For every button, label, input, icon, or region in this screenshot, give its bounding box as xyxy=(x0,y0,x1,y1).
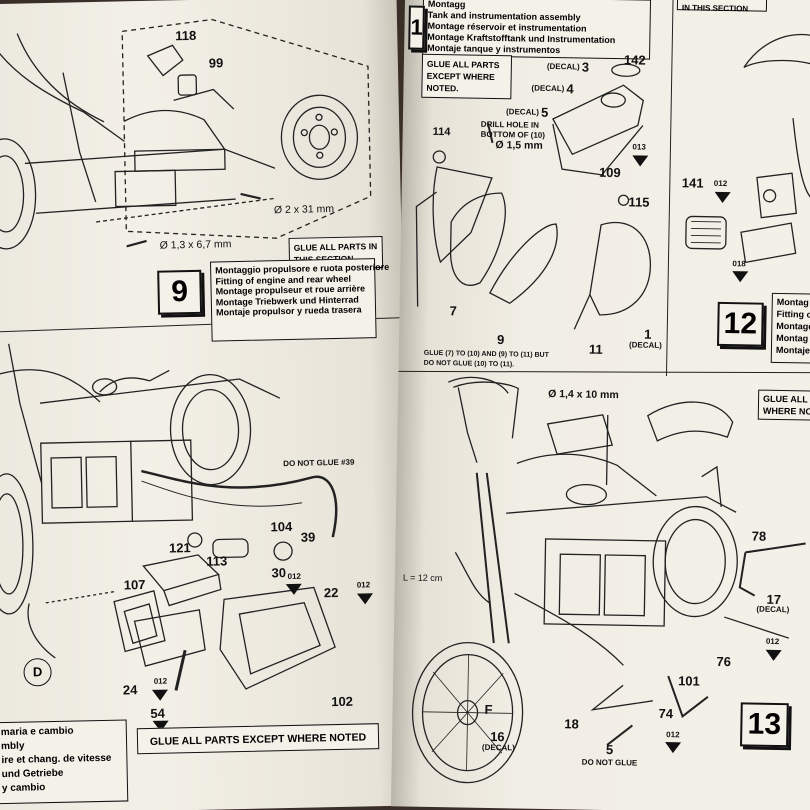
part-11-label: 11 xyxy=(588,341,603,357)
part-013-label: 013 xyxy=(632,142,646,152)
step-12-title-3: Montage xyxy=(776,320,810,332)
do-not-glue-note: DO NOT GLUE xyxy=(581,757,638,768)
part-78-label: 78 xyxy=(751,528,767,544)
part-018-label: 018 xyxy=(732,259,746,269)
part-22-label: 22 xyxy=(323,584,339,601)
part-012-a-label: 012 xyxy=(287,571,302,582)
part-5-step13-label: 5 xyxy=(605,742,614,758)
glue-triangle-icon xyxy=(632,155,649,167)
part-3-label: 3 xyxy=(581,59,590,75)
step-12-title-5: Montaje xyxy=(775,344,810,356)
step-9-title-es: Montaje propulsor y rueda trasera xyxy=(215,304,362,318)
screw-dimension-large: Ø 2 x 31 mm xyxy=(273,202,335,217)
step-13-screw-dimension: Ø 1,4 x 10 mm xyxy=(548,387,619,402)
glue-triangle-icon xyxy=(765,649,782,662)
part-f-label: F xyxy=(484,701,493,718)
part-1-label: 1 xyxy=(644,326,652,342)
step-9-title-box: Montaggio propulsore e ruota posteriore … xyxy=(210,258,389,342)
decal-3-label: (DECAL) xyxy=(546,61,580,72)
part-18-label: 18 xyxy=(564,716,579,732)
glue-triangle-icon xyxy=(714,191,731,204)
part-115-label: 115 xyxy=(628,194,650,210)
step-13-glue-box: GLUE ALL WHERE NO xyxy=(757,389,810,421)
part-102-label: 102 xyxy=(331,693,354,710)
lower-title-line-3: ire et chang. de vitesse xyxy=(1,752,112,767)
step-12-title-1: Montag xyxy=(776,296,809,308)
step-11-number-fragment: 1 xyxy=(408,5,425,50)
right-page-line-art xyxy=(398,0,810,784)
part-99-label: 99 xyxy=(208,55,224,71)
do-not-glue-39-note: DO NOT GLUE #39 xyxy=(283,457,355,469)
step-11-title-box: Montagg Tank and instrumentation assembl… xyxy=(422,0,652,60)
part-104-label: 104 xyxy=(270,518,293,535)
step-12-title-2: Fitting o xyxy=(776,308,810,320)
right-page: Montagg Tank and instrumentation assembl… xyxy=(390,0,810,810)
step-11-glue-note-box: GLUE ALL PARTS EXCEPT WHERE NOTED. xyxy=(421,53,513,100)
part-101-label: 101 xyxy=(678,673,700,689)
part-74-label: 74 xyxy=(658,705,674,722)
part-141-label: 141 xyxy=(681,175,704,191)
part-107-label: 107 xyxy=(123,577,146,593)
step-12-number: 12 xyxy=(717,301,764,347)
left-page-line-art xyxy=(0,18,404,691)
part-012-step13-b-label: 012 xyxy=(666,730,680,740)
decal-5-label: (DECAL) xyxy=(505,107,540,117)
part-012-c-label: 012 xyxy=(153,676,168,686)
part-121-label: 121 xyxy=(168,540,191,556)
part-4-label: 4 xyxy=(566,81,574,97)
step-13-glue-line-2: WHERE NO xyxy=(762,405,810,417)
left-page: 118 99 Ø 2 x 31 mm Ø 1,3 x 6,7 mm GLUE A… xyxy=(0,0,414,810)
part-142-label: 142 xyxy=(623,52,646,68)
part-76-label: 76 xyxy=(716,653,732,670)
step-9-number: 9 xyxy=(157,269,203,315)
part-54-label: 54 xyxy=(150,705,166,721)
decal-16-label: (DECAL) xyxy=(481,742,515,753)
part-39-label: 39 xyxy=(300,529,316,545)
drill-hole-note: DRILL HOLE IN BOTTOM OF (10) xyxy=(480,119,546,140)
screw-dimension-small: Ø 1,3 x 6,7 mm xyxy=(159,238,232,252)
glue-triangle-icon xyxy=(664,742,682,754)
cable-length-note: L = 12 cm xyxy=(402,572,443,584)
glue-triangle-icon xyxy=(356,593,374,605)
part-113-label: 113 xyxy=(206,553,228,569)
glue-all-except-text: GLUE ALL PARTS EXCEPT WHERE NOTED xyxy=(149,731,367,748)
part-109-label: 109 xyxy=(598,164,621,181)
part-5-label: 5 xyxy=(540,104,549,120)
part-24-label: 24 xyxy=(122,682,138,698)
step-11-glue-note: GLUE ALL PARTS EXCEPT WHERE NOTED. xyxy=(426,58,500,94)
lower-step-title-box: maria e cambio mbly ire et chang. de vit… xyxy=(0,719,129,805)
step-12-header-box: IN THIS SECTION xyxy=(676,0,768,14)
drill-hole-dimension: Ø 1,5 mm xyxy=(495,138,543,152)
part-012-b-label: 012 xyxy=(356,580,371,590)
glue-triangle-icon xyxy=(285,583,302,596)
part-012-step12-label: 012 xyxy=(713,178,728,189)
part-30-label: 30 xyxy=(271,565,287,581)
part-114-label: 114 xyxy=(432,125,451,139)
part-012-step13-a-label: 012 xyxy=(765,636,780,647)
decal-1-label: (DECAL) xyxy=(628,340,662,350)
glue-triangle-icon xyxy=(151,689,169,701)
part-16-label: 16 xyxy=(490,728,505,745)
decal-4-label: (DECAL) xyxy=(531,83,565,94)
step-13-glue-line-1: GLUE ALL xyxy=(763,393,808,405)
part-118-label: 118 xyxy=(175,27,197,44)
step-13-number: 13 xyxy=(740,702,789,748)
lower-title-line-5: y cambio xyxy=(1,782,46,795)
glue-triangle-icon xyxy=(732,271,749,283)
part-7-label: 7 xyxy=(449,303,457,319)
step-12-title-box: Montag Fitting o Montage Montag Montaje xyxy=(770,292,810,364)
glue-all-except-box: GLUE ALL PARTS EXCEPT WHERE NOTED xyxy=(136,723,380,755)
glue-7-10-note: GLUE (7) TO (10) AND (9) TO (11) BUT DO … xyxy=(423,349,549,369)
part-9-label: 9 xyxy=(496,332,505,348)
decal-17-label: (DECAL) xyxy=(756,604,790,615)
step-12-header-text: IN THIS SECTION xyxy=(681,3,749,14)
step-12-title-4: Montag xyxy=(776,332,809,344)
